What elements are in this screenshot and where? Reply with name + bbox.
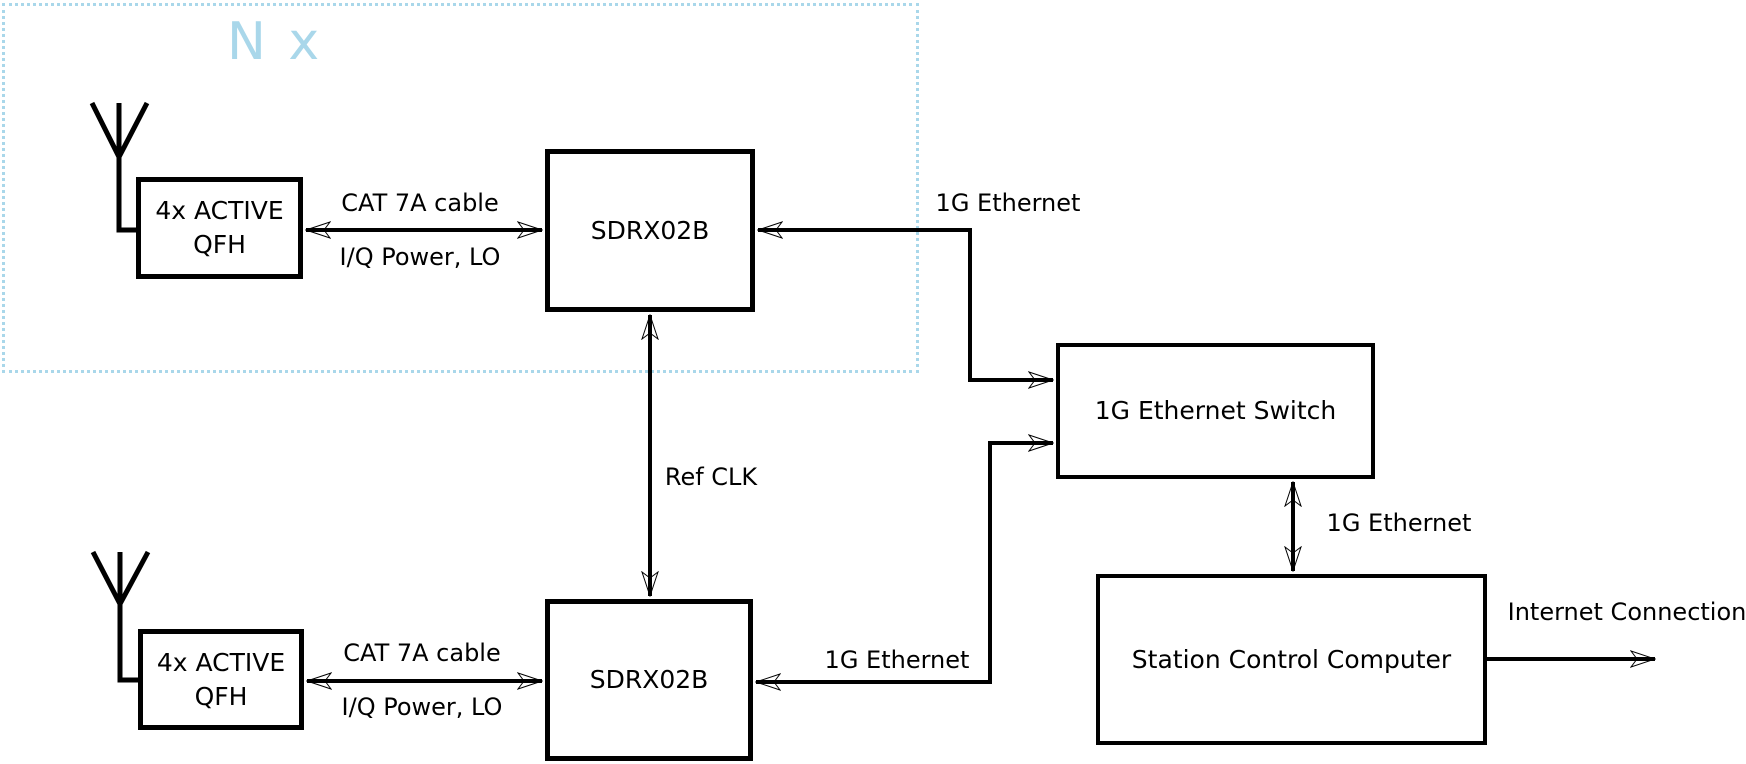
node-qfh-top-label-line2: QFH (193, 230, 246, 259)
node-qfh-top: 4x ACTIVE QFH (136, 177, 303, 279)
edge-label-ref-clk: Ref CLK (664, 463, 758, 491)
node-station-computer: Station Control Computer (1096, 574, 1487, 745)
edge-label-internet-connection: Internet Connection (1507, 598, 1746, 626)
nx-group-border (2, 3, 919, 373)
edge-label-cat7a-top: CAT 7A cable (341, 189, 499, 217)
edge-label-ethernet-switch-pc: 1G Ethernet (1326, 509, 1472, 537)
ethernet-top-arrow (758, 230, 1053, 380)
edge-label-iq-power-top: I/Q Power, LO (339, 243, 501, 271)
node-qfh-bottom: 4x ACTIVE QFH (138, 629, 304, 730)
antenna-top-icon (89, 101, 150, 233)
antenna-bottom-icon (90, 550, 151, 683)
edge-label-ethernet-bottom: 1G Ethernet (824, 646, 970, 674)
node-sdrx-bottom: SDRX02B (545, 599, 753, 761)
node-qfh-bottom-label-line2: QFH (194, 681, 248, 711)
nx-group-label: N x (227, 12, 323, 72)
edge-label-iq-power-bottom: I/Q Power, LO (341, 693, 503, 721)
edge-label-ethernet-top: 1G Ethernet (935, 189, 1081, 217)
node-sdrx-top-label: SDRX02B (590, 215, 710, 245)
node-qfh-bottom-label-line1: 4x ACTIVE (156, 647, 286, 677)
node-ethernet-switch: 1G Ethernet Switch (1056, 343, 1375, 479)
node-station-computer-label: Station Control Computer (1131, 644, 1452, 674)
ethernet-bottom-arrow (756, 443, 1053, 682)
node-sdrx-bottom-label: SDRX02B (589, 665, 709, 695)
node-qfh-top-label-line1: 4x ACTIVE (155, 196, 284, 226)
edge-label-cat7a-bottom: CAT 7A cable (343, 639, 501, 667)
node-ethernet-switch-label: 1G Ethernet Switch (1094, 396, 1337, 426)
node-sdrx-top: SDRX02B (545, 149, 755, 312)
